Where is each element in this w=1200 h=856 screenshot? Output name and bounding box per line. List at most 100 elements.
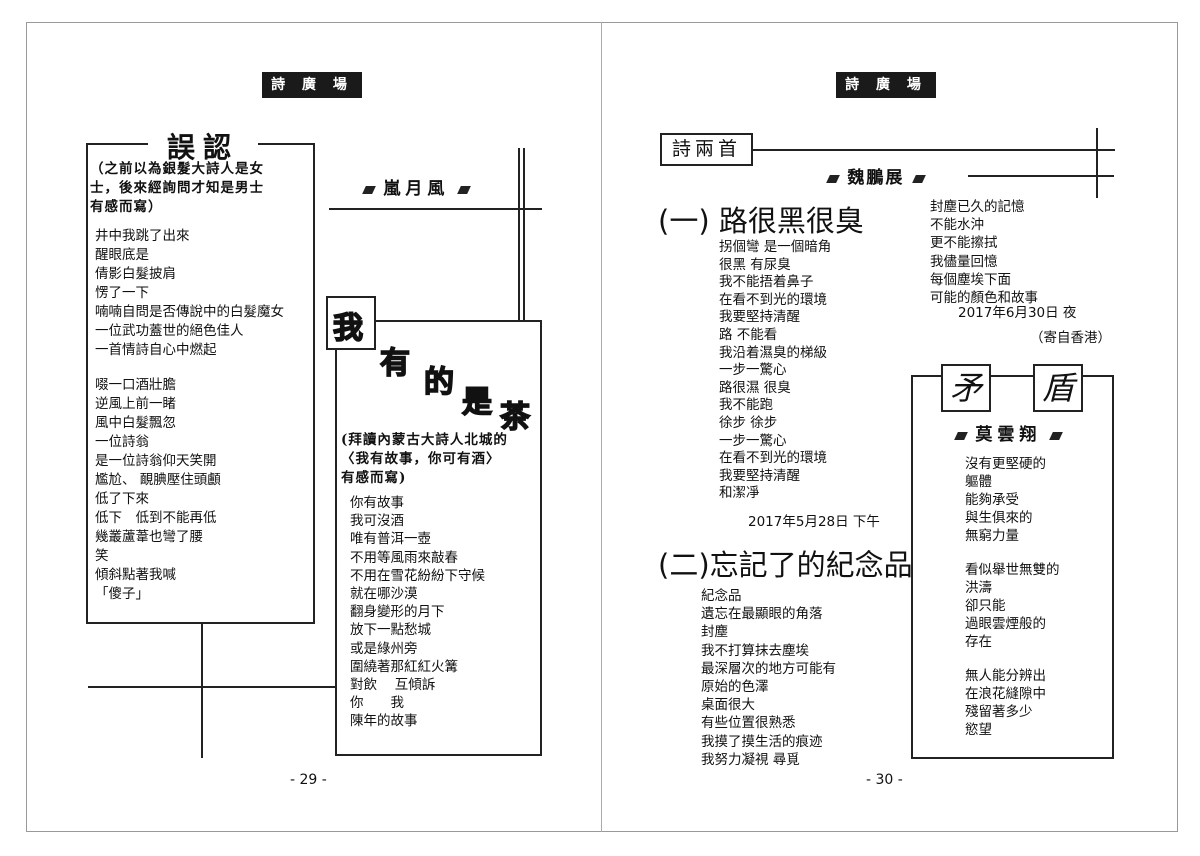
poem-line: 尷尬、 靦腆壓住頭顱 [95,472,221,488]
diamond-icon [1048,432,1063,440]
poem-line: 低了下來 [95,491,149,507]
poem-line: 遺忘在最顯眼的角落 [701,606,823,623]
poem-line: 可能的顏色和故事 [930,289,1038,306]
intro-line: 有感而寫） [90,199,163,215]
decor-line [968,175,1114,177]
poem-line: 在浪花縫隙中 [965,686,1046,702]
poem-line: 桌面很大 [701,697,755,714]
poem-line: 你 我 [350,695,404,712]
poem-line: 能夠承受 [965,492,1019,508]
diamond-icon [954,432,968,440]
poem-line: 啜一口酒壯膽 [95,377,176,393]
poem-title-tea-char: 我 [332,310,364,347]
poem-title-dark-road: (一) 路很黑很臭 [658,204,864,238]
poem-line: 殘留著多少 [965,704,1033,720]
poem-line: 愣了一下 [95,285,149,301]
divider-horizontal [88,686,336,688]
author-wei-pengzhan: 魏鵬展 [826,163,926,188]
poem-line: 拐個彎 是一個暗角 [719,239,832,255]
author-lan-yuefeng: 嵐月風 [362,174,471,199]
stanza: 無人能分辨出在浪花縫隙中殘留著多少慾望 [965,667,1060,739]
spread-frame [26,22,1178,832]
poem-line: 路很濕 很臭 [719,379,791,396]
poem-line: 翻身變形的月下 [350,604,445,621]
poem-line: 我可沒酒 [350,513,404,530]
poem-line: 或是綠州旁 [350,640,418,657]
poem-line: 路 不能看 [719,326,778,343]
poem-line: 我儘量回憶 [930,253,998,270]
poem-line: 無窮力量 [965,528,1019,544]
stanza: 沒有更堅硬的軀體能夠承受與生俱來的無窮力量 [965,455,1060,545]
poem-line: 有些位置很熟悉 [701,715,796,732]
poem-intro-mistaken: （之前以為銀髮大詩人是女士，後來經詢問才知是男士有感而寫） [90,160,264,217]
poem-line: 存在 [965,634,992,650]
page-number-left: - 29 - [290,772,327,788]
poem-line: 我不能捂着鼻子 [719,274,814,291]
poem-line: 醒眼底是 [95,247,149,263]
poem-line: 我不能跑 [719,397,773,414]
section-header-right: 詩 廣 場 [836,72,936,98]
poem-line: 圍繞著那紅紅火篝 [350,658,458,675]
poem-box-tea [335,320,542,756]
title-char-box: 矛 [941,364,991,412]
poem-line: 軀體 [965,474,992,490]
poem-line: 井中我跳了出來 [95,228,190,244]
stanza: 看似舉世無雙的洪濤卻只能過眼雲煙般的存在 [965,561,1060,651]
poem-line: 紀念品 [701,588,742,604]
poem-line: 封塵 [701,624,728,641]
poem-line: 我不打算抹去塵埃 [701,642,809,659]
poem-date: 2017年6月30日 夜 [958,305,1077,321]
decor-line [329,208,542,210]
divider-vertical [201,623,203,758]
poem-body-mistaken: 井中我跳了出來醒眼底是倩影白髮披肩愣了一下喃喃自問是否傳說中的白髮魔女一位武功蓋… [95,227,284,620]
decor-line [518,148,520,322]
poem-line: 和潔凈 [719,485,760,502]
poem-line: 在看不到光的環境 [719,450,827,467]
poem-body-contradiction: 沒有更堅硬的軀體能夠承受與生俱來的無窮力量看似舉世無雙的洪濤卻只能過眼雲煙般的存… [965,455,1060,755]
diamond-icon [826,175,840,183]
poem-source: （寄自香港） [1030,330,1111,346]
poem-line: 過眼雲煙般的 [965,616,1046,632]
poem-line: 不用等風雨來敲春 [350,549,458,566]
poem-body-forgotten-souvenir-cont: 封塵已久的記憶不能水沖更不能擦拭我儘量回憶每個塵埃下面可能的顏色和故事 [930,198,1038,307]
poem-line: 一步一驚心 [719,362,787,379]
poem-line: 你有故事 [350,495,404,511]
poem-title-tea-char: 是 [461,384,493,421]
poem-line: 每個塵埃下面 [930,271,1011,288]
poem-line: 與生俱來的 [965,510,1033,526]
poem-line: 風中白髮飄忽 [95,415,176,431]
poem-line: 一步一驚心 [719,432,787,449]
diamond-icon [911,175,926,183]
intro-line: 〈我有故事，你可有酒〉 [341,451,501,467]
poem-line: 徐步 徐步 [719,414,778,431]
diamond-icon [456,186,471,194]
section-title-two-poems: 詩兩首 [660,133,753,166]
poem-line: 倩影白髮披肩 [95,266,176,282]
decor-line [523,148,525,322]
poem-title-mistaken: 誤認 [148,126,258,166]
poem-line: 更不能擦拭 [930,235,998,252]
poem-line: 最深層次的地方可能有 [701,660,836,677]
stanza: 啜一口酒壯膽逆風上前一睹風中白髮飄忽一位詩翁是一位詩翁仰天笑開尷尬、 靦腆壓住頭… [95,376,284,604]
poem-line: 一位武功蓋世的絕色佳人 [95,323,244,339]
poem-line: 「傻子」 [95,586,149,602]
intro-line: （之前以為銀髮大詩人是女 [90,161,264,177]
poem-line: 不能水沖 [930,217,984,234]
poem-line: 原始的色澤 [701,678,769,695]
poem-line: 我努力凝視 尋覓 [701,751,800,768]
poem-line: 是一位詩翁仰天笑開 [95,453,217,469]
poem-line: 我要堅持清醒 [719,467,800,484]
poem-line: 就在哪沙漠 [350,585,418,602]
decor-line [753,149,1115,151]
poem-line: 卻只能 [965,598,1006,614]
poem-line: 慾望 [965,722,992,738]
poem-body-forgotten-souvenir: 紀念品遺忘在最顯眼的角落封塵我不打算抹去塵埃最深層次的地方可能有原始的色澤桌面很… [701,587,836,769]
poem-line: 沒有更堅硬的 [965,456,1046,472]
poem-line: 幾叢蘆葦也彎了腰 [95,529,203,545]
poem-line: 看似舉世無雙的 [965,562,1060,578]
author-mo-yunxiang: 莫雲翔 [954,420,1063,445]
poem-line: 不用在雪花紛紛下守候 [350,567,485,584]
page-spine [601,22,602,832]
poem-line: 洪濤 [965,580,992,596]
poem-line: 笑 [95,548,109,564]
